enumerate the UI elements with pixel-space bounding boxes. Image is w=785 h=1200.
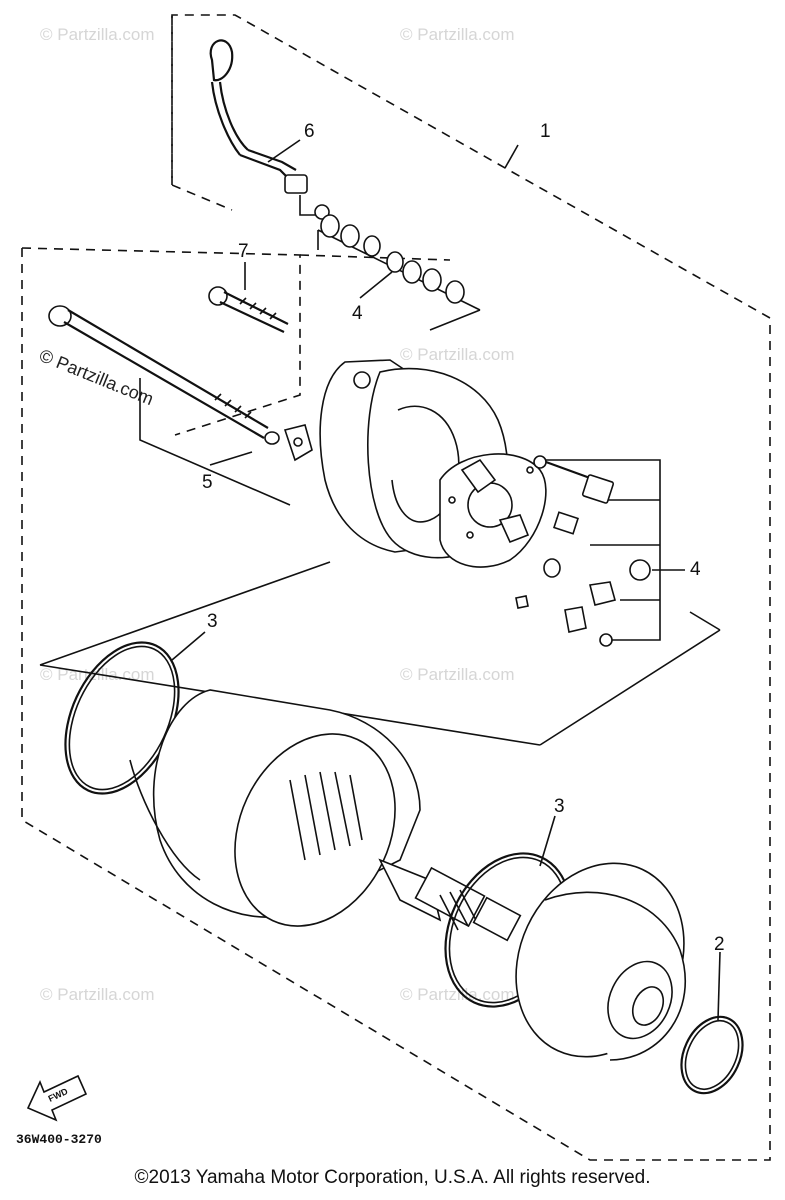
- lead-wire-part: [209, 39, 330, 220]
- watermark: © Partzilla.com: [37, 345, 157, 409]
- short-bolt-part: [208, 286, 289, 333]
- callout-3-upper: 3: [207, 611, 218, 632]
- callout-5: 5: [202, 472, 213, 493]
- yoke-housing-part: [129, 689, 421, 927]
- callout-3-lower: 3: [554, 796, 565, 817]
- watermark: © Partzilla.com: [400, 345, 515, 364]
- callout-4-upper: 4: [352, 303, 363, 324]
- callout-7: 7: [238, 241, 249, 262]
- armature-boundary: [39, 561, 721, 746]
- long-bolt-part: [48, 305, 313, 506]
- watermark: © Partzilla.com: [400, 985, 515, 1004]
- leader-lines: [171, 139, 721, 1021]
- drawing-code: 36W400-3270: [16, 1132, 102, 1147]
- watermark: © Partzilla.com: [400, 665, 515, 684]
- callout-2: 2: [714, 934, 725, 955]
- brush-set-part: [515, 455, 661, 647]
- o-ring-end-part: [680, 1015, 744, 1095]
- watermark: © Partzilla.com: [40, 985, 155, 1004]
- callout-4-lower: 4: [690, 559, 701, 580]
- brush-housing-part: [319, 359, 547, 568]
- watermark: © Partzilla.com: [40, 25, 155, 44]
- watermark: © Partzilla.com: [400, 25, 515, 44]
- callout-6: 6: [304, 121, 315, 142]
- fwd-arrow-icon: FWD: [26, 1074, 88, 1122]
- callout-labels: 1 2 3 3 4 4 5 6 7: [202, 121, 725, 955]
- assembly-boundary: [21, 14, 771, 1161]
- end-cover-part: [515, 862, 686, 1061]
- copyright-notice: ©2013 Yamaha Motor Corporation, U.S.A. A…: [134, 1167, 651, 1188]
- terminal-hardware-part: [317, 214, 481, 331]
- armature-shaft-part: [378, 858, 522, 942]
- callout-1: 1: [540, 121, 551, 142]
